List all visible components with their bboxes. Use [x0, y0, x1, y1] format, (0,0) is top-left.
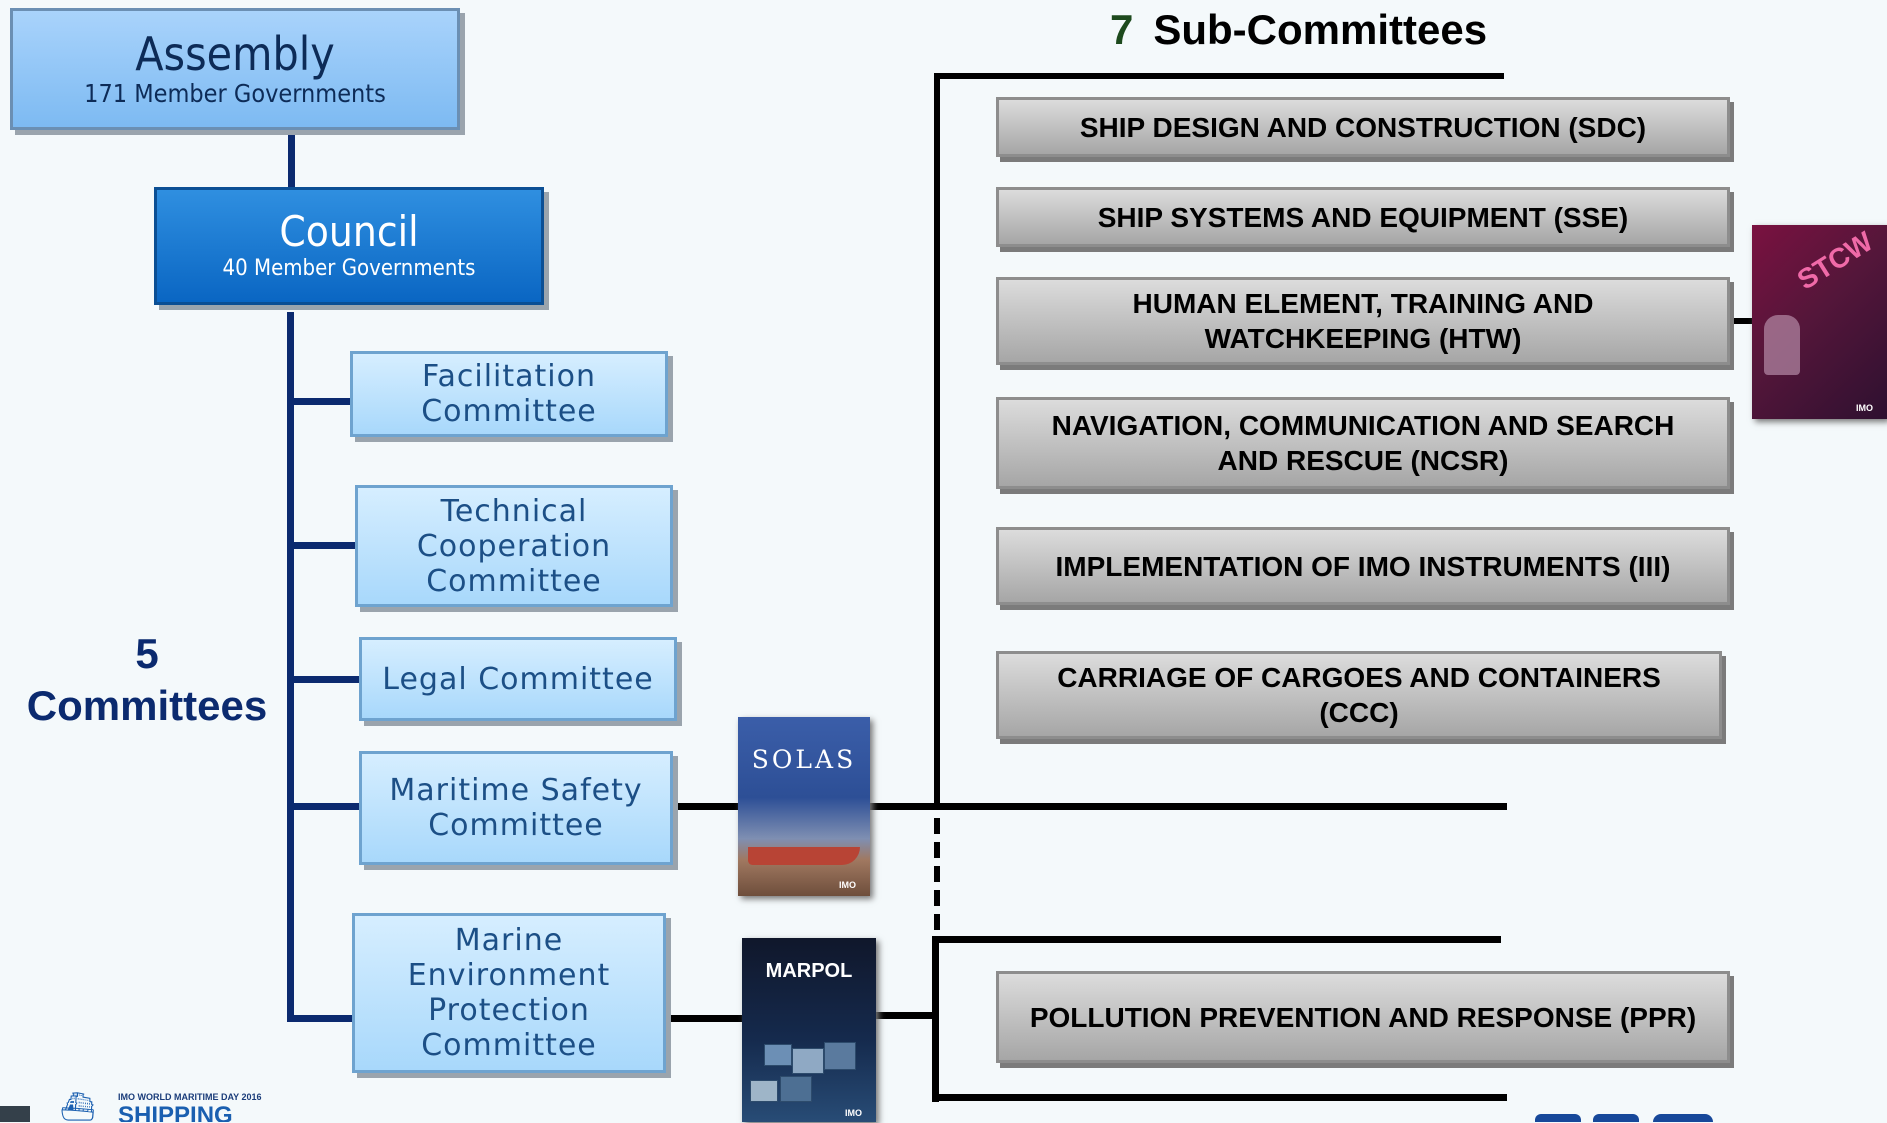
committee-maritime-safety: Maritime Safety Committee	[359, 751, 673, 865]
subcommittee-sdc: SHIP DESIGN AND CONSTRUCTION (SDC)	[996, 97, 1730, 157]
committee-legal: Legal Committee	[359, 637, 677, 721]
subcommittee-iii: IMPLEMENTATION OF IMO INSTRUMENTS (III)	[996, 527, 1730, 605]
photo-tile	[824, 1042, 856, 1070]
connector-mepc-marpol	[670, 1015, 742, 1022]
subcommittee-ncsr: NAVIGATION, COMMUNICATION AND SEARCH AND…	[996, 397, 1730, 489]
connector-msc	[287, 803, 361, 810]
subcommittee-label: CARRIAGE OF CARGOES AND CONTAINERS (CCC)	[1057, 662, 1661, 728]
committees-count-label: 5 Committees	[22, 628, 272, 732]
subcommittee-label: NAVIGATION, COMMUNICATION AND SEARCH AND…	[1051, 410, 1675, 476]
connector-dashed-segment	[934, 842, 940, 858]
connector-dashed-segment	[934, 890, 940, 906]
council-title: Council	[279, 207, 419, 256]
marpol-book-image: MARPOL IMO	[742, 938, 876, 1122]
footer-square	[0, 1106, 30, 1122]
ship-icon: ⛴	[60, 1090, 96, 1123]
connector-mepc-bracket-bottom	[932, 1094, 1507, 1101]
subcommittee-label: POLLUTION PREVENTION AND RESPONSE (PPR)	[1029, 1001, 1697, 1033]
committees-count: 5	[135, 630, 159, 677]
assembly-title: Assembly	[135, 27, 335, 81]
assembly-box: Assembly 171 Member Governments	[10, 8, 460, 130]
committee-label: Facilitation Committee	[421, 359, 597, 429]
photo-tile	[792, 1048, 824, 1074]
ship-hull-illustration	[748, 847, 860, 865]
connector-technical	[287, 542, 357, 549]
photo-tile	[764, 1044, 792, 1066]
subcommittees-heading: 7 Sub-Committees	[1110, 6, 1487, 54]
subcommittee-label: SHIP SYSTEMS AND EQUIPMENT (SSE)	[1097, 201, 1629, 233]
committee-label: Maritime Safety Committee	[389, 773, 643, 843]
logo-caption: IMO WORLD MARITIME DAY 2016	[118, 1092, 262, 1102]
connector-assembly-council	[288, 133, 295, 190]
council-box: Council 40 Member Governments	[154, 187, 544, 305]
person-illustration	[1764, 315, 1800, 375]
connector-legal	[287, 676, 359, 683]
connector-council-trunk	[287, 312, 294, 1022]
logo-arc	[1653, 1114, 1713, 1122]
committee-facilitation: Facilitation Committee	[350, 351, 668, 437]
connector-mepc	[287, 1015, 355, 1022]
connector-msc-solas	[672, 803, 742, 810]
imo-mark: IMO	[845, 1108, 862, 1118]
subcommittee-label: SHIP DESIGN AND CONSTRUCTION (SDC)	[1079, 111, 1647, 143]
subcommittee-label: IMPLEMENTATION OF IMO INSTRUMENTS (III)	[1055, 550, 1671, 582]
solas-book-image: SOLAS IMO	[738, 717, 870, 896]
imo-mark: IMO	[1856, 403, 1873, 413]
connector-dashed-segment	[934, 818, 940, 834]
subcommittees-count: 7	[1110, 6, 1134, 53]
connector-solas-bracket	[870, 803, 1507, 810]
subcommittee-htw: HUMAN ELEMENT, TRAINING AND WATCHKEEPING…	[996, 277, 1730, 365]
connector-dashed-segment	[934, 866, 940, 882]
logo-bar	[1535, 1114, 1581, 1122]
committee-label: Marine Environment Protection Committee	[407, 923, 611, 1063]
imo-mark: IMO	[839, 880, 856, 890]
assembly-subtitle: 171 Member Governments	[84, 79, 386, 108]
connector-htw-stcw	[1730, 318, 1752, 324]
subcommittees-label: Sub-Committees	[1153, 6, 1488, 53]
world-maritime-day-logo: ⛴ IMO WORLD MARITIME DAY 2016 SHIPPING	[0, 1088, 300, 1122]
connector-mepc-bracket-vertical	[932, 936, 939, 1102]
stcw-book-title: STCW	[1791, 225, 1879, 296]
imo-logo-fragment	[1535, 1114, 1715, 1122]
subcommittee-ppr: POLLUTION PREVENTION AND RESPONSE (PPR)	[996, 971, 1730, 1063]
connector-msc-bracket-top	[934, 73, 1504, 79]
subcommittee-sse: SHIP SYSTEMS AND EQUIPMENT (SSE)	[996, 187, 1730, 247]
logo-text: SHIPPING	[118, 1104, 233, 1122]
connector-marpol-bracket	[876, 1012, 938, 1019]
council-subtitle: 40 Member Governments	[222, 256, 476, 281]
committees-label: Committees	[26, 682, 268, 729]
committee-marine-environment-protection: Marine Environment Protection Committee	[352, 913, 666, 1073]
connector-mepc-bracket-top	[934, 936, 1501, 943]
logo-bar	[1593, 1114, 1639, 1122]
connector-dashed-segment	[934, 914, 940, 930]
committee-technical-cooperation: Technical Cooperation Committee	[355, 485, 673, 607]
committee-label: Legal Committee	[382, 661, 654, 697]
committee-label: Technical Cooperation Committee	[416, 493, 612, 599]
connector-msc-bracket-vertical	[934, 73, 940, 810]
subcommittee-ccc: CARRIAGE OF CARGOES AND CONTAINERS (CCC)	[996, 651, 1722, 739]
marpol-book-title: MARPOL	[765, 960, 853, 982]
stcw-book-image: STCW IMO	[1752, 225, 1887, 419]
photo-tile	[780, 1076, 812, 1102]
connector-facilitation	[287, 398, 353, 405]
subcommittee-label: HUMAN ELEMENT, TRAINING AND WATCHKEEPING…	[1132, 288, 1594, 354]
photo-tile	[750, 1080, 778, 1102]
solas-book-title: SOLAS	[751, 745, 857, 774]
